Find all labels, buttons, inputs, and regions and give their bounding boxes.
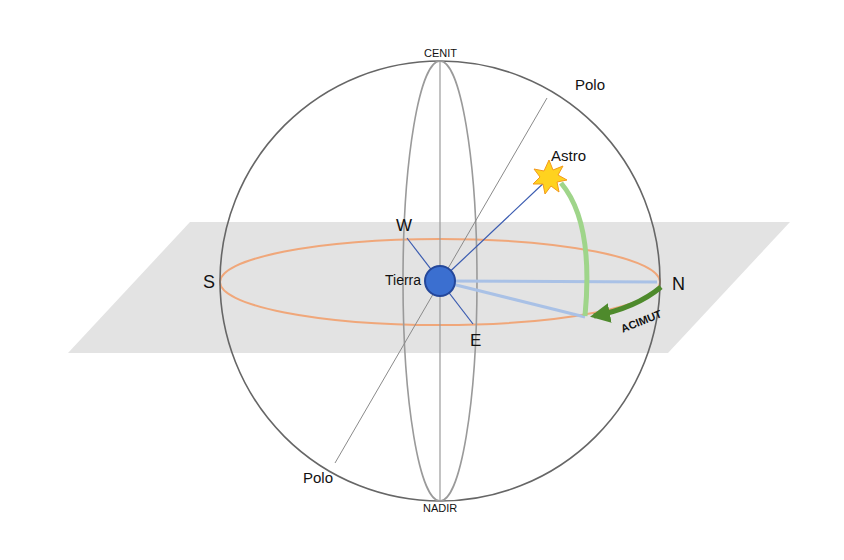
- label: S: [203, 273, 215, 291]
- label: Astro: [551, 148, 586, 163]
- label: E: [470, 332, 481, 349]
- celestial-sphere-outline: [220, 61, 660, 501]
- star-line: [440, 178, 549, 281]
- horizon-plane: [68, 222, 790, 353]
- label: N: [672, 275, 685, 293]
- label: NADIR: [423, 503, 457, 514]
- azimuth-line: [440, 281, 585, 317]
- label: Polo: [575, 77, 605, 92]
- north-line: [440, 281, 657, 282]
- label: Polo: [303, 470, 333, 485]
- label: W: [396, 217, 412, 234]
- star-symbol: [533, 160, 567, 194]
- label: CENIT: [424, 48, 457, 59]
- earth-circle: [425, 266, 455, 296]
- altitude-arc: [561, 183, 587, 316]
- label: Tierra: [385, 273, 421, 287]
